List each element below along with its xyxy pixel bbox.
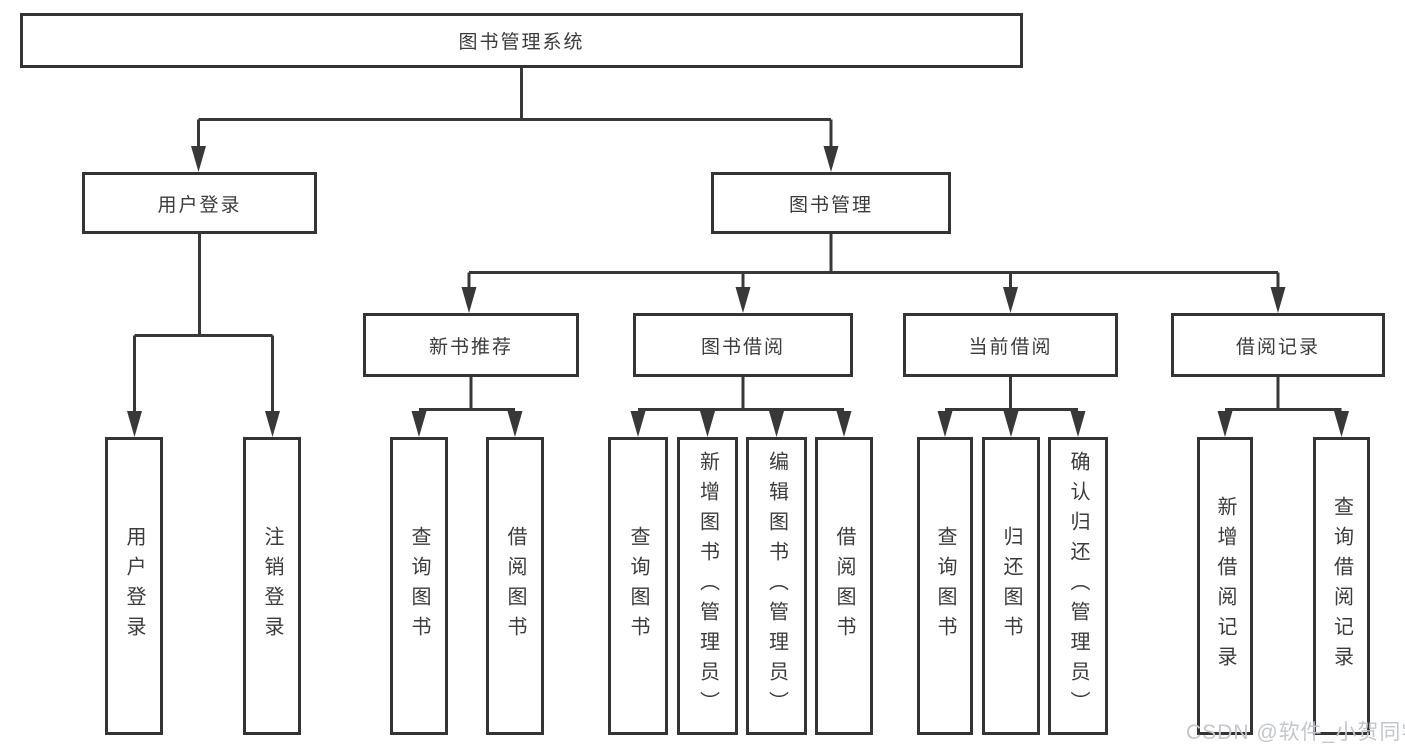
node-new-book-recommend-label: 新书推荐 [428,336,513,358]
leaf-edit-book-admin-label: 编辑图书（管理员） [765,451,788,721]
node-current-borrowing-label: 当前借阅 [968,336,1053,358]
leaf-query-books-1-label: 查询图书 [408,526,430,646]
leaf-query-borrow-record-label: 查询借阅记录 [1330,496,1353,676]
csdn-watermark: CSDN @软件_小贺同学 [1186,721,1405,744]
leaf-confirm-return-admin: 确认归还（管理员） [1048,437,1108,735]
leaf-logout: 注销登录 [243,437,301,735]
node-user-login: 用户登录 [82,172,317,234]
arrowheads [127,146,1349,437]
node-new-book-recommend: 新书推荐 [363,313,579,377]
leaf-borrow-books-1: 借阅图书 [486,437,544,735]
node-book-borrowing-label: 图书借阅 [700,336,785,358]
leaf-add-borrow-record: 新增借阅记录 [1197,437,1253,735]
node-current-borrowing: 当前借阅 [903,313,1118,377]
leaf-query-books-3: 查询图书 [917,437,973,735]
leaf-query-books-2-label: 查询图书 [627,526,649,646]
node-library-system-label: 图书管理系统 [458,32,585,53]
leaf-add-book-admin: 新增图书（管理员） [677,437,738,735]
leaf-return-books: 归还图书 [982,437,1040,735]
leaf-query-books-1: 查询图书 [390,437,448,735]
leaf-logout-label: 注销登录 [261,526,283,646]
leaf-user-login-label: 用户登录 [123,526,145,646]
node-library-system: 图书管理系统 [20,13,1023,68]
leaf-query-books-3-label: 查询图书 [934,526,956,646]
leaf-borrow-books-1-label: 借阅图书 [504,526,526,646]
node-book-management-label: 图书管理 [788,194,873,216]
leaf-confirm-return-admin-label: 确认归还（管理员） [1067,451,1089,721]
node-borrow-records-label: 借阅记录 [1235,336,1320,358]
leaf-edit-book-admin: 编辑图书（管理员） [746,437,807,735]
connector-lines [133,68,1342,412]
node-book-borrowing: 图书借阅 [633,313,853,377]
leaf-add-borrow-record-label: 新增借阅记录 [1214,496,1236,676]
leaf-borrow-books-2-label: 借阅图书 [833,526,855,646]
leaf-user-login: 用户登录 [105,437,163,735]
leaf-add-book-admin-label: 新增图书（管理员） [696,451,719,721]
node-book-management: 图书管理 [711,172,951,234]
leaf-return-books-label: 归还图书 [1000,526,1022,646]
leaf-query-books-2: 查询图书 [608,437,668,735]
leaf-query-borrow-record: 查询借阅记录 [1313,437,1370,735]
node-user-login-label: 用户登录 [157,194,242,216]
node-borrow-records: 借阅记录 [1171,313,1385,377]
leaf-borrow-books-2: 借阅图书 [815,437,873,735]
